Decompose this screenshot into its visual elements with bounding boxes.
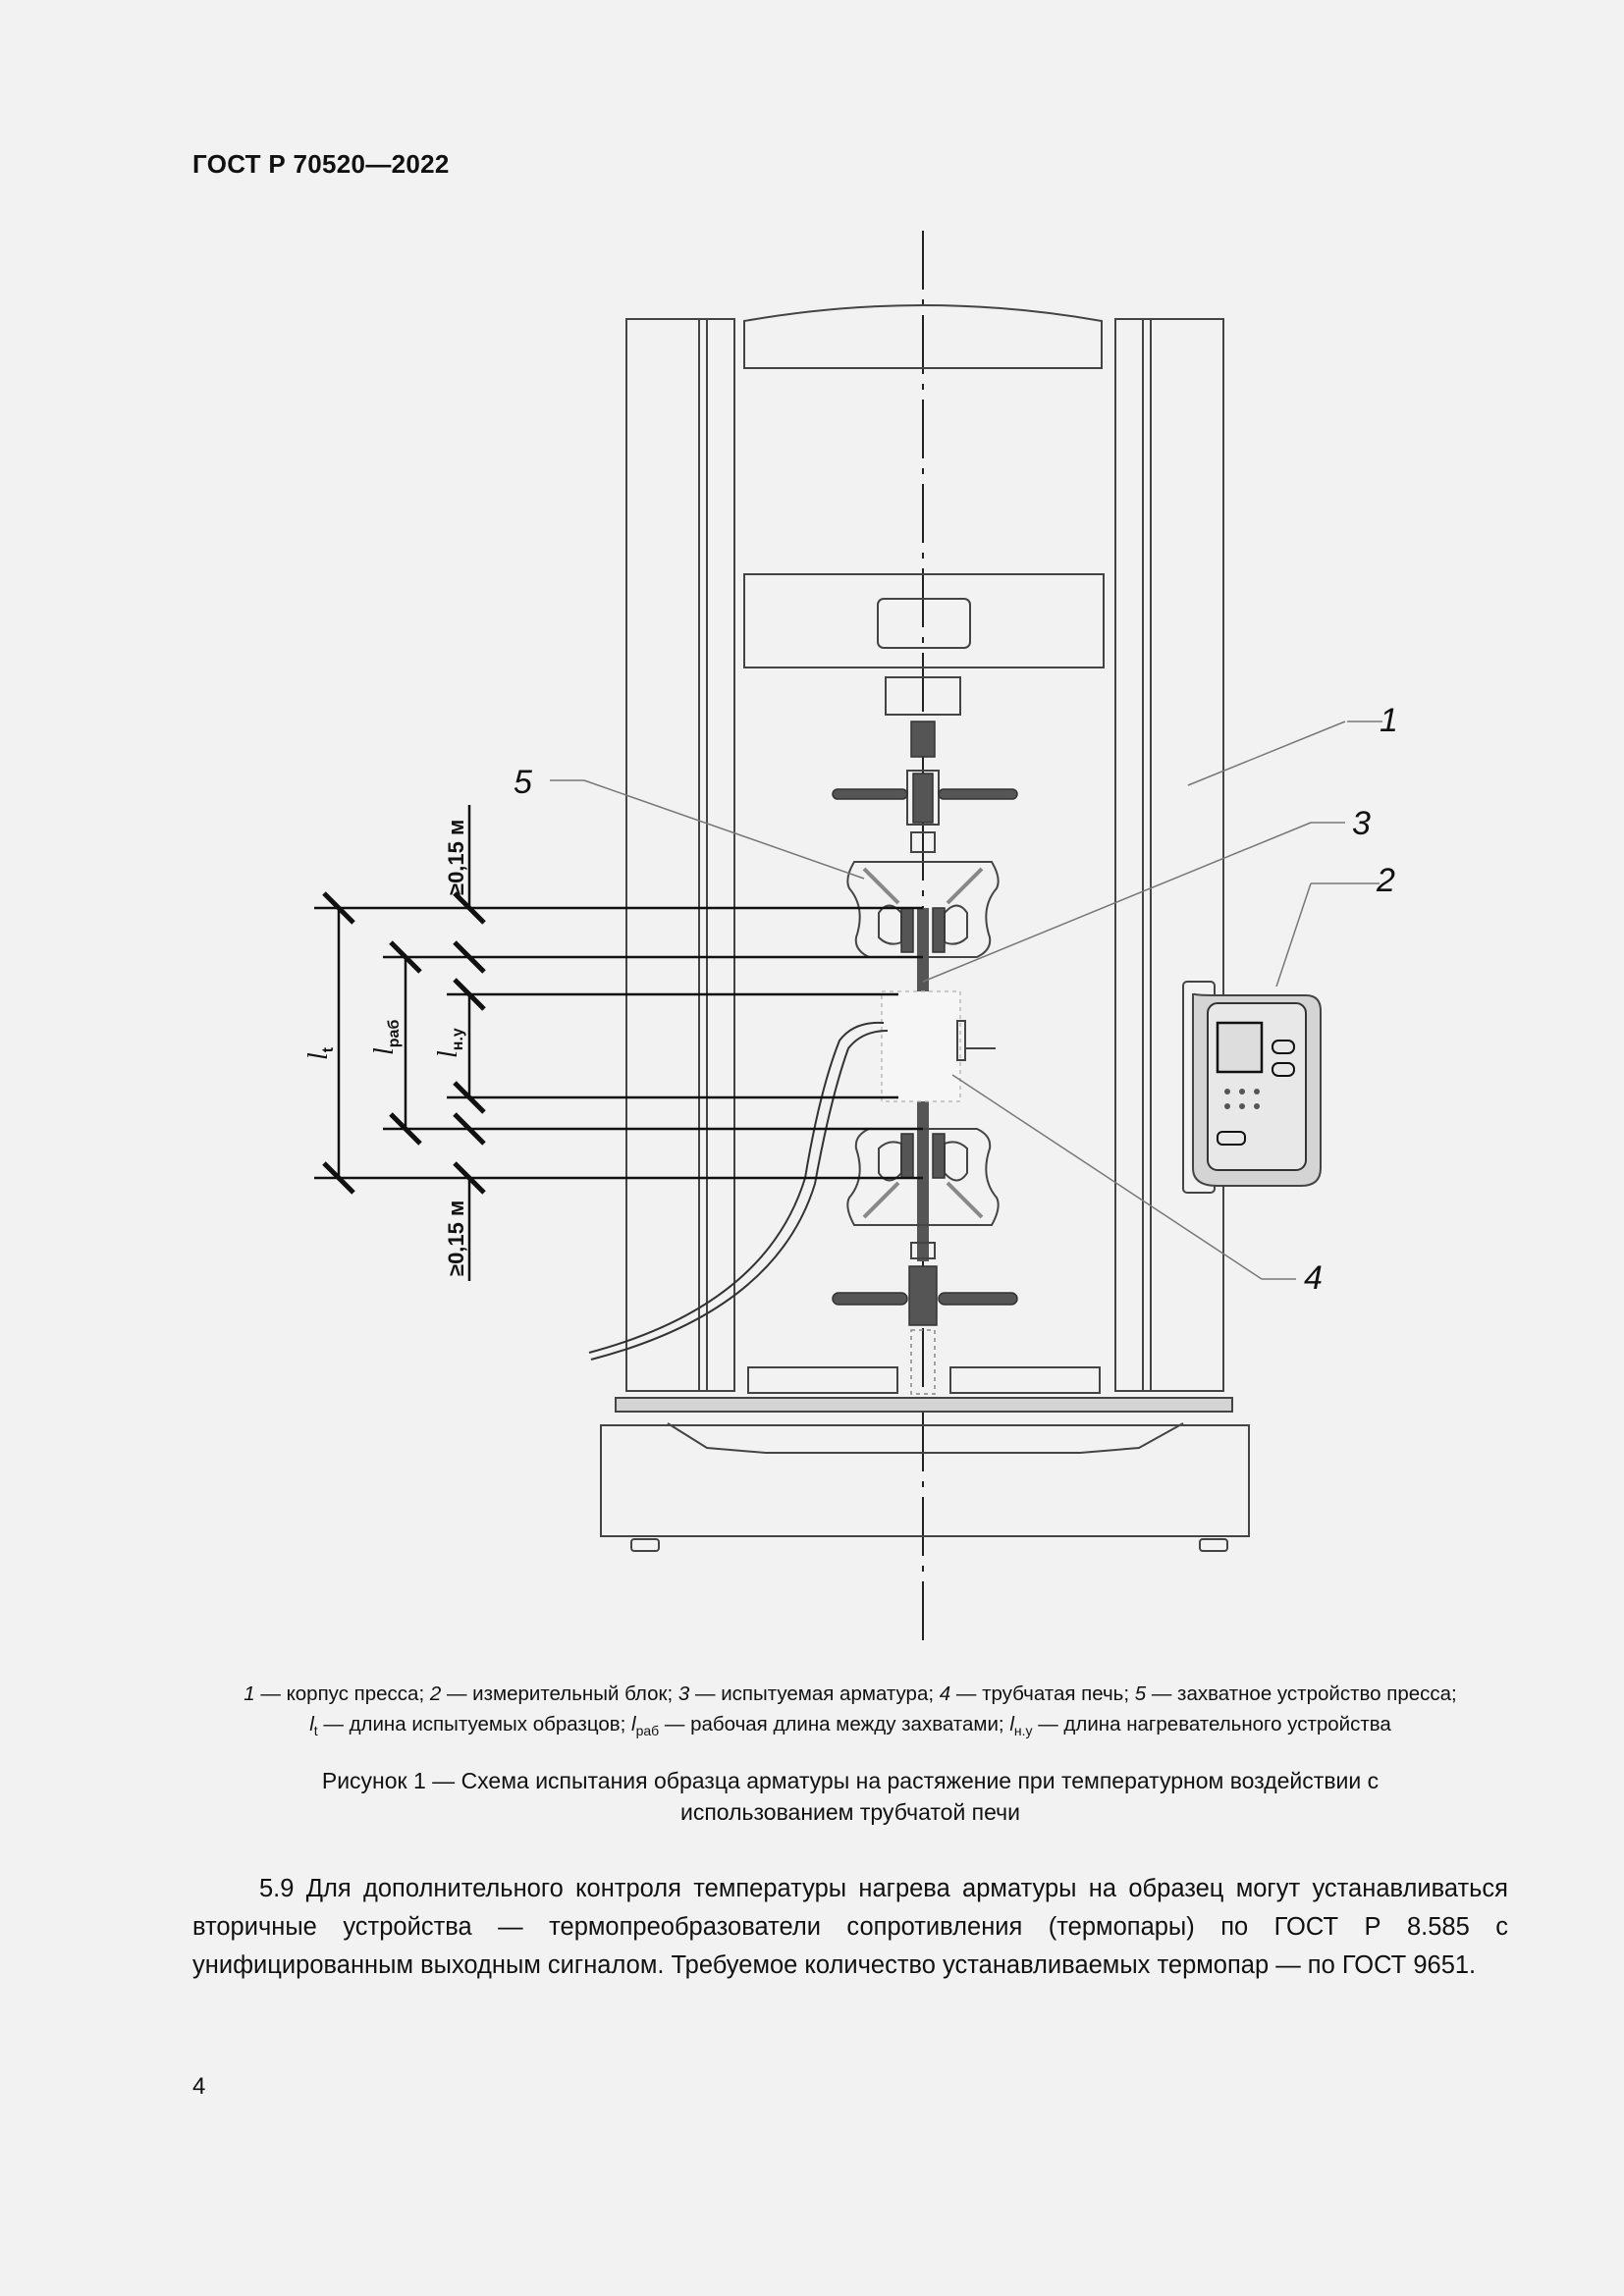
upper-grip-device	[846, 861, 1000, 958]
legend-line-2: lt — длина испытуемых образцов; lраб — р…	[309, 1713, 1391, 1739]
caption-line-2: использованием трубчатой печи	[680, 1799, 1020, 1825]
measuring-unit	[1182, 981, 1322, 1194]
paragraph-text: 5.9 Для дополнительного контроля темпера…	[192, 1875, 1508, 1979]
tube-furnace	[588, 990, 996, 1361]
callout-2: 2	[1376, 862, 1395, 899]
callout-leaders	[550, 721, 1382, 1280]
press-frame	[600, 304, 1250, 1552]
callout-4: 4	[1304, 1259, 1323, 1297]
lt-label: lt	[303, 1046, 337, 1060]
lower-grip-assembly	[832, 1242, 1018, 1395]
callout-3: 3	[1352, 805, 1371, 842]
lrab-label: lраб	[369, 1020, 403, 1055]
legend-line-1: 1 — корпус пресса; 2 — измерительный бло…	[244, 1682, 1457, 1705]
callout-5: 5	[514, 764, 532, 801]
paragraph-5-9: 5.9 Для дополнительного контроля темпера…	[192, 1870, 1508, 1985]
top-clearance-label: ≥0,15 м	[444, 820, 468, 895]
lny-label: lн.у	[433, 1028, 466, 1058]
figure-legend: 1 — корпус пресса; 2 — измерительный бло…	[192, 1679, 1508, 1746]
lower-grip-device	[846, 1128, 1000, 1226]
caption-line-1: Рисунок 1 — Схема испытания образца арма…	[321, 1768, 1380, 1793]
figure-caption: Рисунок 1 — Схема испытания образца арма…	[192, 1765, 1508, 1828]
dimension-lines	[314, 805, 923, 1281]
callout-1: 1	[1380, 702, 1398, 739]
document-header: ГОСТ Р 70520—2022	[192, 149, 450, 179]
page-number: 4	[192, 2073, 206, 2100]
upper-grip-assembly	[832, 721, 1018, 853]
test-scheme-figure: ≥0,15 м ≥0,15 м lt lраб lн.у 1 2 3 4 5	[303, 231, 1398, 1649]
bottom-clearance-label: ≥0,15 м	[444, 1201, 468, 1276]
